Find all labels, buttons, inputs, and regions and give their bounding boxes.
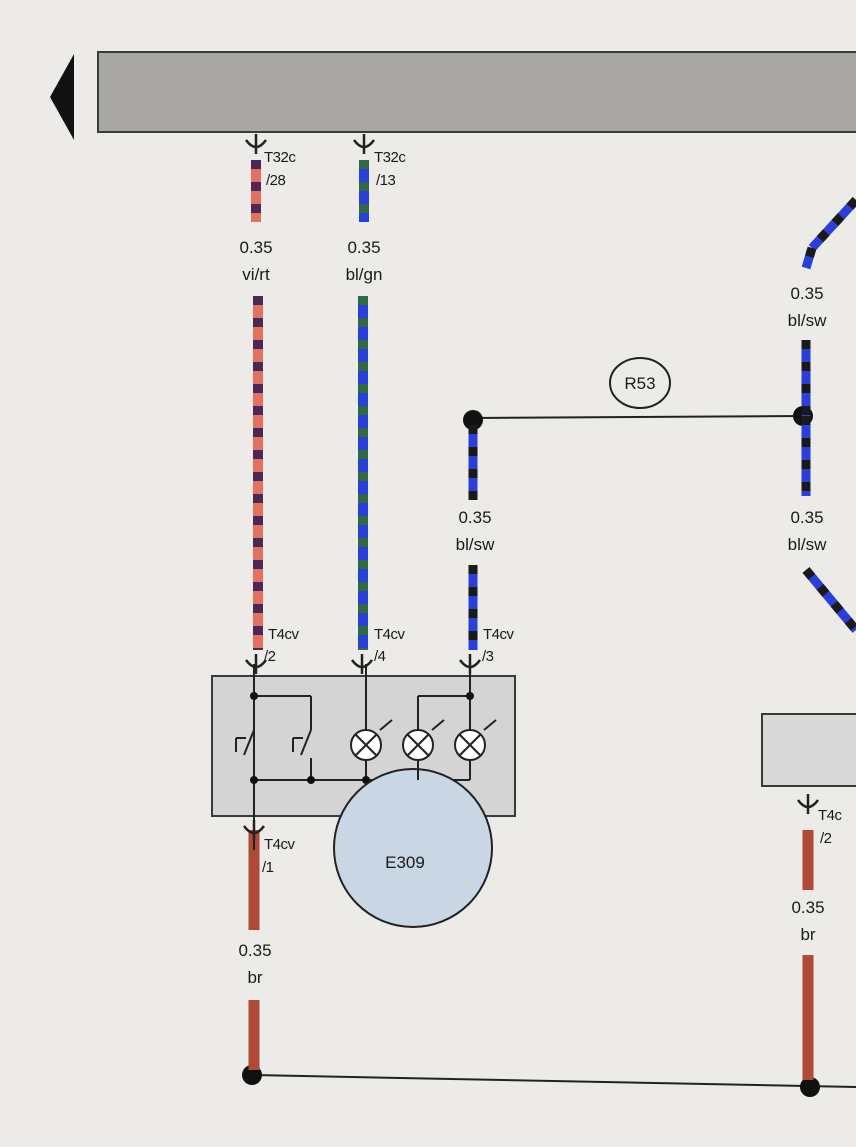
connector-plug-icon <box>796 794 820 814</box>
reference-marker-label: R53 <box>624 374 655 393</box>
connector-name: T4cv <box>268 626 300 643</box>
wire-segment <box>802 567 856 633</box>
connector-plug-icon <box>350 654 374 674</box>
connector-pin: /2 <box>264 648 276 665</box>
lamp-3-icon <box>454 719 497 761</box>
connector-name: T32c <box>374 149 406 166</box>
wire-size-label: 0.35 <box>790 508 823 527</box>
connector-pin: /13 <box>376 172 396 189</box>
header-bar <box>50 51 856 140</box>
junction-line <box>472 415 804 419</box>
ground-line <box>251 1074 856 1088</box>
lamp-1-icon <box>350 719 393 761</box>
connector-pin: /1 <box>262 859 274 876</box>
connector-name: T4c <box>818 807 843 824</box>
connector-pin: /2 <box>820 830 832 847</box>
push-switch-2-icon <box>292 729 312 756</box>
connector-name: T4cv <box>264 836 296 853</box>
wire-color-label: br <box>800 925 815 944</box>
wire-stripe <box>801 246 817 270</box>
connector-pin: /28 <box>266 172 286 189</box>
ground-junction-2 <box>800 1077 820 1097</box>
component-label: E309 <box>385 853 425 872</box>
wire-color-label: bl/sw <box>788 535 827 554</box>
wire-color-label: bl/gn <box>346 265 383 284</box>
wire-size-label: 0.35 <box>791 898 824 917</box>
push-switch-1-icon <box>235 729 255 756</box>
wire-size-label: 0.35 <box>790 284 823 303</box>
wire-size-label: 0.35 <box>347 238 380 257</box>
wire-color-label: bl/sw <box>788 311 827 330</box>
connector-pin: /4 <box>374 648 386 665</box>
junction-dot-left <box>463 410 483 430</box>
wire-group <box>248 160 856 1080</box>
wire-size-label: 0.35 <box>239 238 272 257</box>
connector-name: T4cv <box>483 626 515 643</box>
right-component-box <box>761 713 856 787</box>
wire-size-label: 0.35 <box>458 508 491 527</box>
connector-name: T32c <box>264 149 296 166</box>
lamp-2-icon <box>402 719 445 761</box>
wire-color-label: bl/sw <box>456 535 495 554</box>
wire-color-label: vi/rt <box>242 265 270 284</box>
wire-color-label: br <box>247 968 262 987</box>
connector-plug-icon <box>244 134 268 154</box>
connector-plug-icon <box>352 134 376 154</box>
reference-marker[interactable]: R53 <box>609 357 671 409</box>
connector-labels: T32c /28 T32c /13 T4cv /2 T4cv /4 T4cv /… <box>262 149 843 876</box>
left-arrow-icon[interactable] <box>50 54 74 140</box>
wire-segment <box>808 196 856 252</box>
component-e309[interactable]: E309 <box>333 768 493 928</box>
connector-plug-icon <box>244 654 268 674</box>
wire-size-label: 0.35 <box>238 941 271 960</box>
wire-labels: 0.35 vi/rt 0.35 bl/gn 0.35 bl/sw 0.35 bl… <box>238 238 827 987</box>
connector-pin: /3 <box>482 648 494 665</box>
connector-name: T4cv <box>374 626 406 643</box>
